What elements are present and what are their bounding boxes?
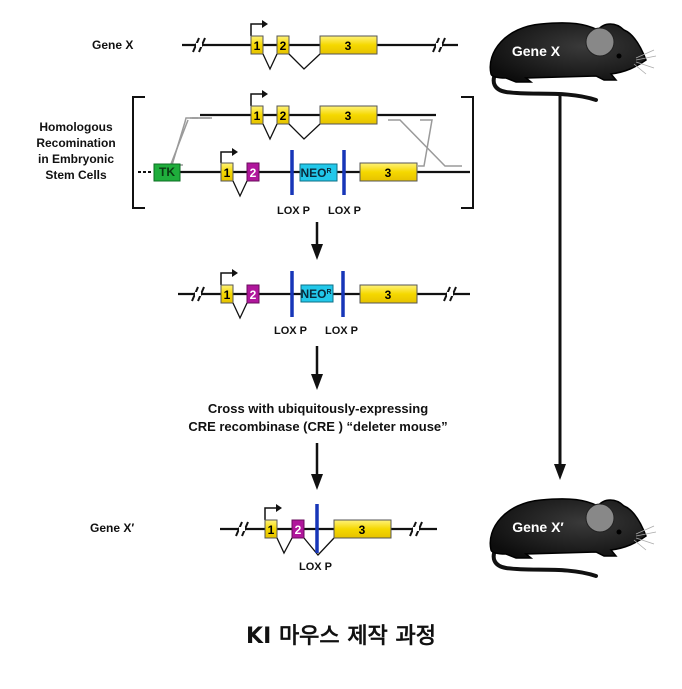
- loxp-label: LOX P: [274, 325, 307, 337]
- svg-text:in Embryonic: in Embryonic: [38, 152, 114, 166]
- mouse-top-icon: Gene X: [489, 22, 657, 102]
- mouse-tail: [491, 70, 598, 102]
- promoter-arrow-icon: [250, 23, 264, 36]
- svg-text:1: 1: [254, 109, 261, 123]
- exon-1: [264, 519, 278, 539]
- break-mark-left: [235, 521, 249, 537]
- exon-2-label: 2: [280, 39, 287, 53]
- mouse-top-label: Gene X: [512, 43, 561, 59]
- promoter-arrow-icon: [220, 272, 234, 285]
- splice-2-3: [288, 53, 321, 70]
- targeted-allele: 1 2 NEOR 3 LOX P LOX P: [178, 269, 470, 337]
- exon-3: [333, 519, 392, 539]
- wildtype-locus: 1 2 3: [200, 90, 436, 141]
- svg-text:2: 2: [295, 523, 302, 537]
- mouse-eye: [616, 529, 622, 535]
- hr-label: Homologous Recomination in Embryonic Ste…: [36, 120, 115, 182]
- exon-1-label: 1: [254, 39, 261, 53]
- loxp-label: LOX P: [328, 205, 361, 217]
- exon-2: [276, 35, 290, 55]
- svg-text:1: 1: [224, 166, 231, 180]
- exon-3-label: 3: [345, 39, 352, 53]
- splice-1-2: [262, 53, 278, 71]
- break-mark-right: [432, 37, 446, 53]
- mouse-ear: [585, 27, 615, 57]
- exon-1: [250, 105, 264, 125]
- mouse-tail: [491, 546, 598, 578]
- gene-x-locus: 1 2 3: [182, 20, 458, 71]
- gene-x-prime-locus: 1 2 3 LOX P: [220, 504, 437, 573]
- exon-2-mutant: [291, 519, 305, 539]
- mouse-bottom-label: Gene X′: [512, 519, 564, 535]
- bracket-left: [132, 96, 145, 209]
- svg-text:2: 2: [280, 109, 287, 123]
- arrow-down-icon: [311, 222, 323, 260]
- mouse-bottom-icon: Gene X′: [489, 498, 657, 578]
- loxp-label: LOX P: [277, 205, 310, 217]
- gene-x-prime-label: Gene X′: [90, 521, 134, 535]
- break-mark-right: [409, 521, 423, 537]
- exon-2-mutant: [246, 162, 260, 182]
- tk-cassette: [153, 163, 181, 182]
- bracket-right: [461, 96, 474, 209]
- crossover-left: [170, 117, 212, 166]
- neo-cassette: [300, 284, 334, 303]
- arrow-down-long-icon: [554, 95, 566, 480]
- neo-label: NEOR: [300, 166, 331, 180]
- cross-instruction-line2: CRE recombinase (CRE ) “deleter mouse”: [188, 419, 447, 434]
- promoter-arrow-icon: [264, 507, 278, 520]
- mouse-eye: [616, 53, 622, 59]
- exon-2: [276, 105, 290, 125]
- targeting-construct: TK 1 2 NEOR 3 LOX P LOX P: [138, 148, 470, 217]
- exon-1: [250, 35, 264, 55]
- svg-text:3: 3: [385, 166, 392, 180]
- promoter-arrow-icon: [220, 151, 234, 163]
- mouse-ear: [585, 503, 615, 533]
- neo-cassette: [299, 163, 338, 182]
- neo-label: NEOR: [300, 287, 331, 301]
- exon-3: [319, 35, 378, 55]
- exon-3: [359, 162, 418, 182]
- promoter-arrow-icon: [250, 93, 264, 106]
- break-mark-left: [192, 37, 206, 53]
- svg-text:2: 2: [250, 166, 257, 180]
- exon-1: [220, 284, 234, 304]
- svg-text:2: 2: [250, 288, 257, 302]
- svg-text:3: 3: [385, 288, 392, 302]
- cross-instruction-line1: Cross with ubiquitously-expressing: [208, 401, 428, 416]
- tk-label: TK: [159, 165, 175, 179]
- loxp-label: LOX P: [299, 561, 332, 573]
- crossover-right: [388, 119, 462, 167]
- break-mark-right: [443, 286, 457, 302]
- svg-text:1: 1: [224, 288, 231, 302]
- arrow-down-icon: [311, 346, 323, 390]
- exon-3: [359, 284, 418, 304]
- figure-caption: KI 마우스 제작 과정: [246, 624, 436, 649]
- svg-text:3: 3: [345, 109, 352, 123]
- arrow-down-icon: [311, 443, 323, 490]
- exon-2-mutant: [246, 284, 260, 304]
- svg-text:3: 3: [359, 523, 366, 537]
- svg-text:Homologous: Homologous: [39, 120, 113, 134]
- gene-x-label: Gene X: [92, 38, 133, 52]
- exon-1: [220, 162, 234, 182]
- svg-text:Stem Cells: Stem Cells: [45, 168, 107, 182]
- loxp-label: LOX P: [325, 325, 358, 337]
- break-mark-left: [191, 286, 205, 302]
- svg-text:Recomination: Recomination: [36, 136, 115, 150]
- exon-3: [319, 105, 378, 125]
- svg-text:1: 1: [268, 523, 275, 537]
